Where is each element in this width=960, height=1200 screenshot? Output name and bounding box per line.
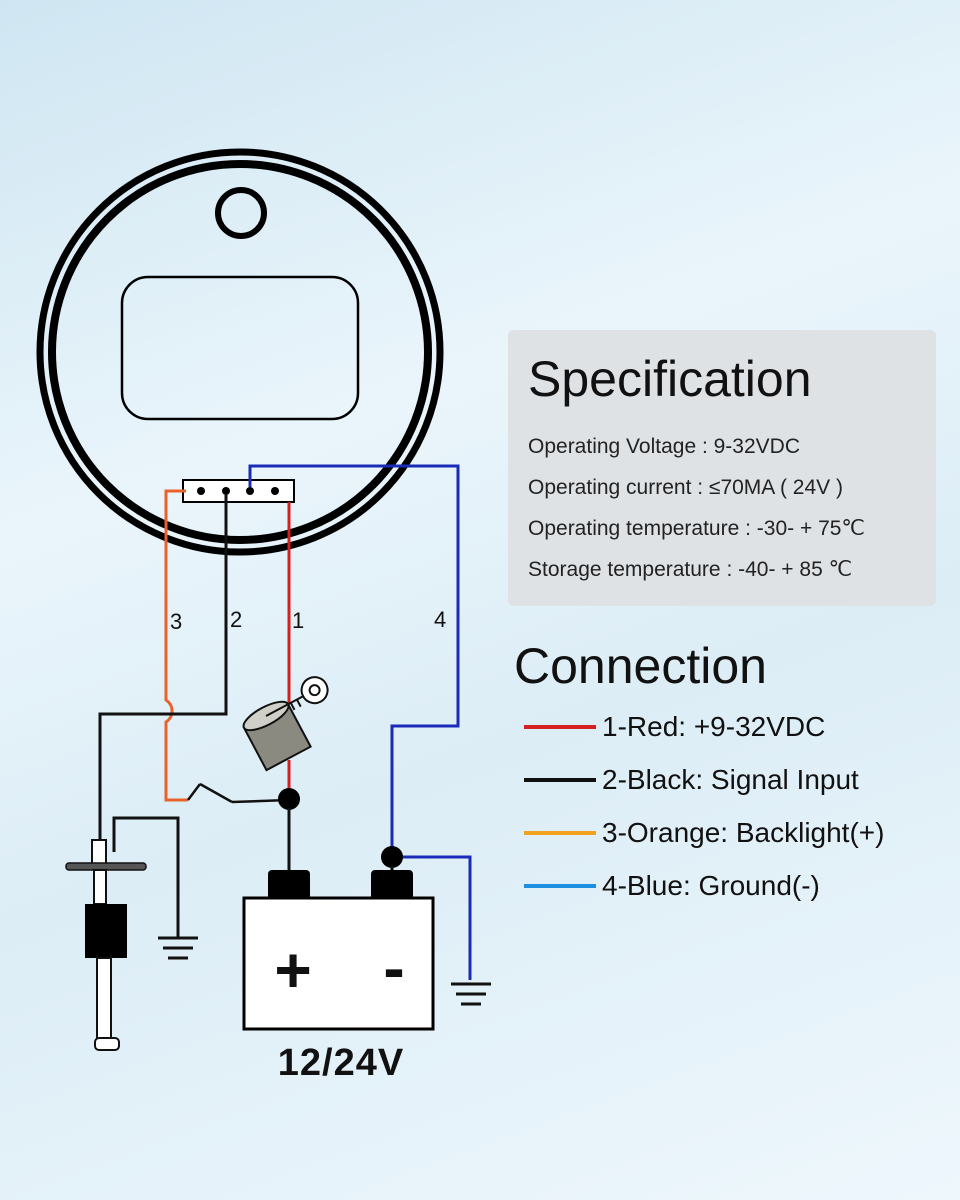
wire-2-black	[98, 495, 228, 840]
wire-4-blue	[248, 464, 472, 980]
legend-item-black: 2-Black: Signal Input	[524, 753, 884, 806]
gauge-display-window	[120, 275, 360, 421]
wire-4-number: 4	[434, 607, 446, 632]
gauge	[36, 148, 444, 556]
battery-body	[242, 896, 435, 1031]
battery-terminal-negative	[371, 870, 413, 900]
battery-plus-sign: +	[274, 934, 311, 1006]
legend-item-blue: 4-Blue: Ground(-)	[524, 859, 884, 912]
gauge-inner-ring	[48, 160, 432, 544]
spec-storage-temperature: Storage temperature : -40- + 85 ℃	[528, 558, 853, 581]
battery-voltage-label: 12/24V	[278, 1042, 404, 1084]
wire-2-number: 2	[230, 607, 242, 632]
gauge-outer-ring	[36, 148, 444, 556]
wire-1-number: 1	[292, 608, 304, 633]
spec-operating-temperature: Operating temperature : -30- + 75℃	[528, 517, 866, 540]
wire-3-orange	[164, 489, 188, 802]
connection-legend: 1-Red: +9-32VDC 2-Black: Signal Input 3-…	[524, 700, 884, 912]
ground-symbol-sensor	[158, 936, 198, 960]
legend-item-red: 1-Red: +9-32VDC	[524, 700, 884, 753]
switch	[187, 782, 290, 804]
spec-operating-voltage: Operating Voltage : 9-32VDC	[528, 435, 800, 458]
legend-item-orange: 3-Orange: Backlight(+)	[524, 806, 884, 859]
gauge-mount-hole	[215, 187, 267, 239]
sensor-probe-icon	[65, 816, 180, 1051]
legend-swatch-orange	[524, 830, 596, 835]
legend-label-black: 2-Black: Signal Input	[602, 763, 859, 795]
battery-terminal-positive	[268, 870, 310, 900]
battery: + - 12/24V	[242, 870, 435, 1084]
legend-swatch-blue	[524, 883, 596, 888]
connector-pin-2	[222, 487, 230, 495]
legend-label-blue: 4-Blue: Ground(-)	[602, 869, 820, 901]
connector-pin-3	[197, 487, 205, 495]
ground-symbol-battery	[451, 982, 491, 1006]
wire-3-number: 3	[170, 609, 182, 634]
legend-label-red: 1-Red: +9-32VDC	[602, 710, 826, 742]
connector-pin-1	[271, 487, 279, 495]
spec-operating-current: Operating current : ≤70MA ( 24V )	[528, 476, 843, 499]
specification-title: Specification	[528, 351, 812, 407]
junction-positive	[278, 788, 300, 810]
connection-title: Connection	[514, 638, 767, 694]
legend-swatch-red	[524, 724, 596, 729]
junction-negative	[381, 846, 403, 868]
connector-pin-4	[246, 487, 254, 495]
specification-panel: Specification Operating Voltage : 9-32VD…	[508, 330, 936, 606]
legend-label-orange: 3-Orange: Backlight(+)	[602, 816, 885, 848]
ignition-key-icon	[242, 676, 329, 772]
battery-minus-sign: -	[383, 932, 404, 1004]
legend-swatch-black	[524, 777, 596, 782]
